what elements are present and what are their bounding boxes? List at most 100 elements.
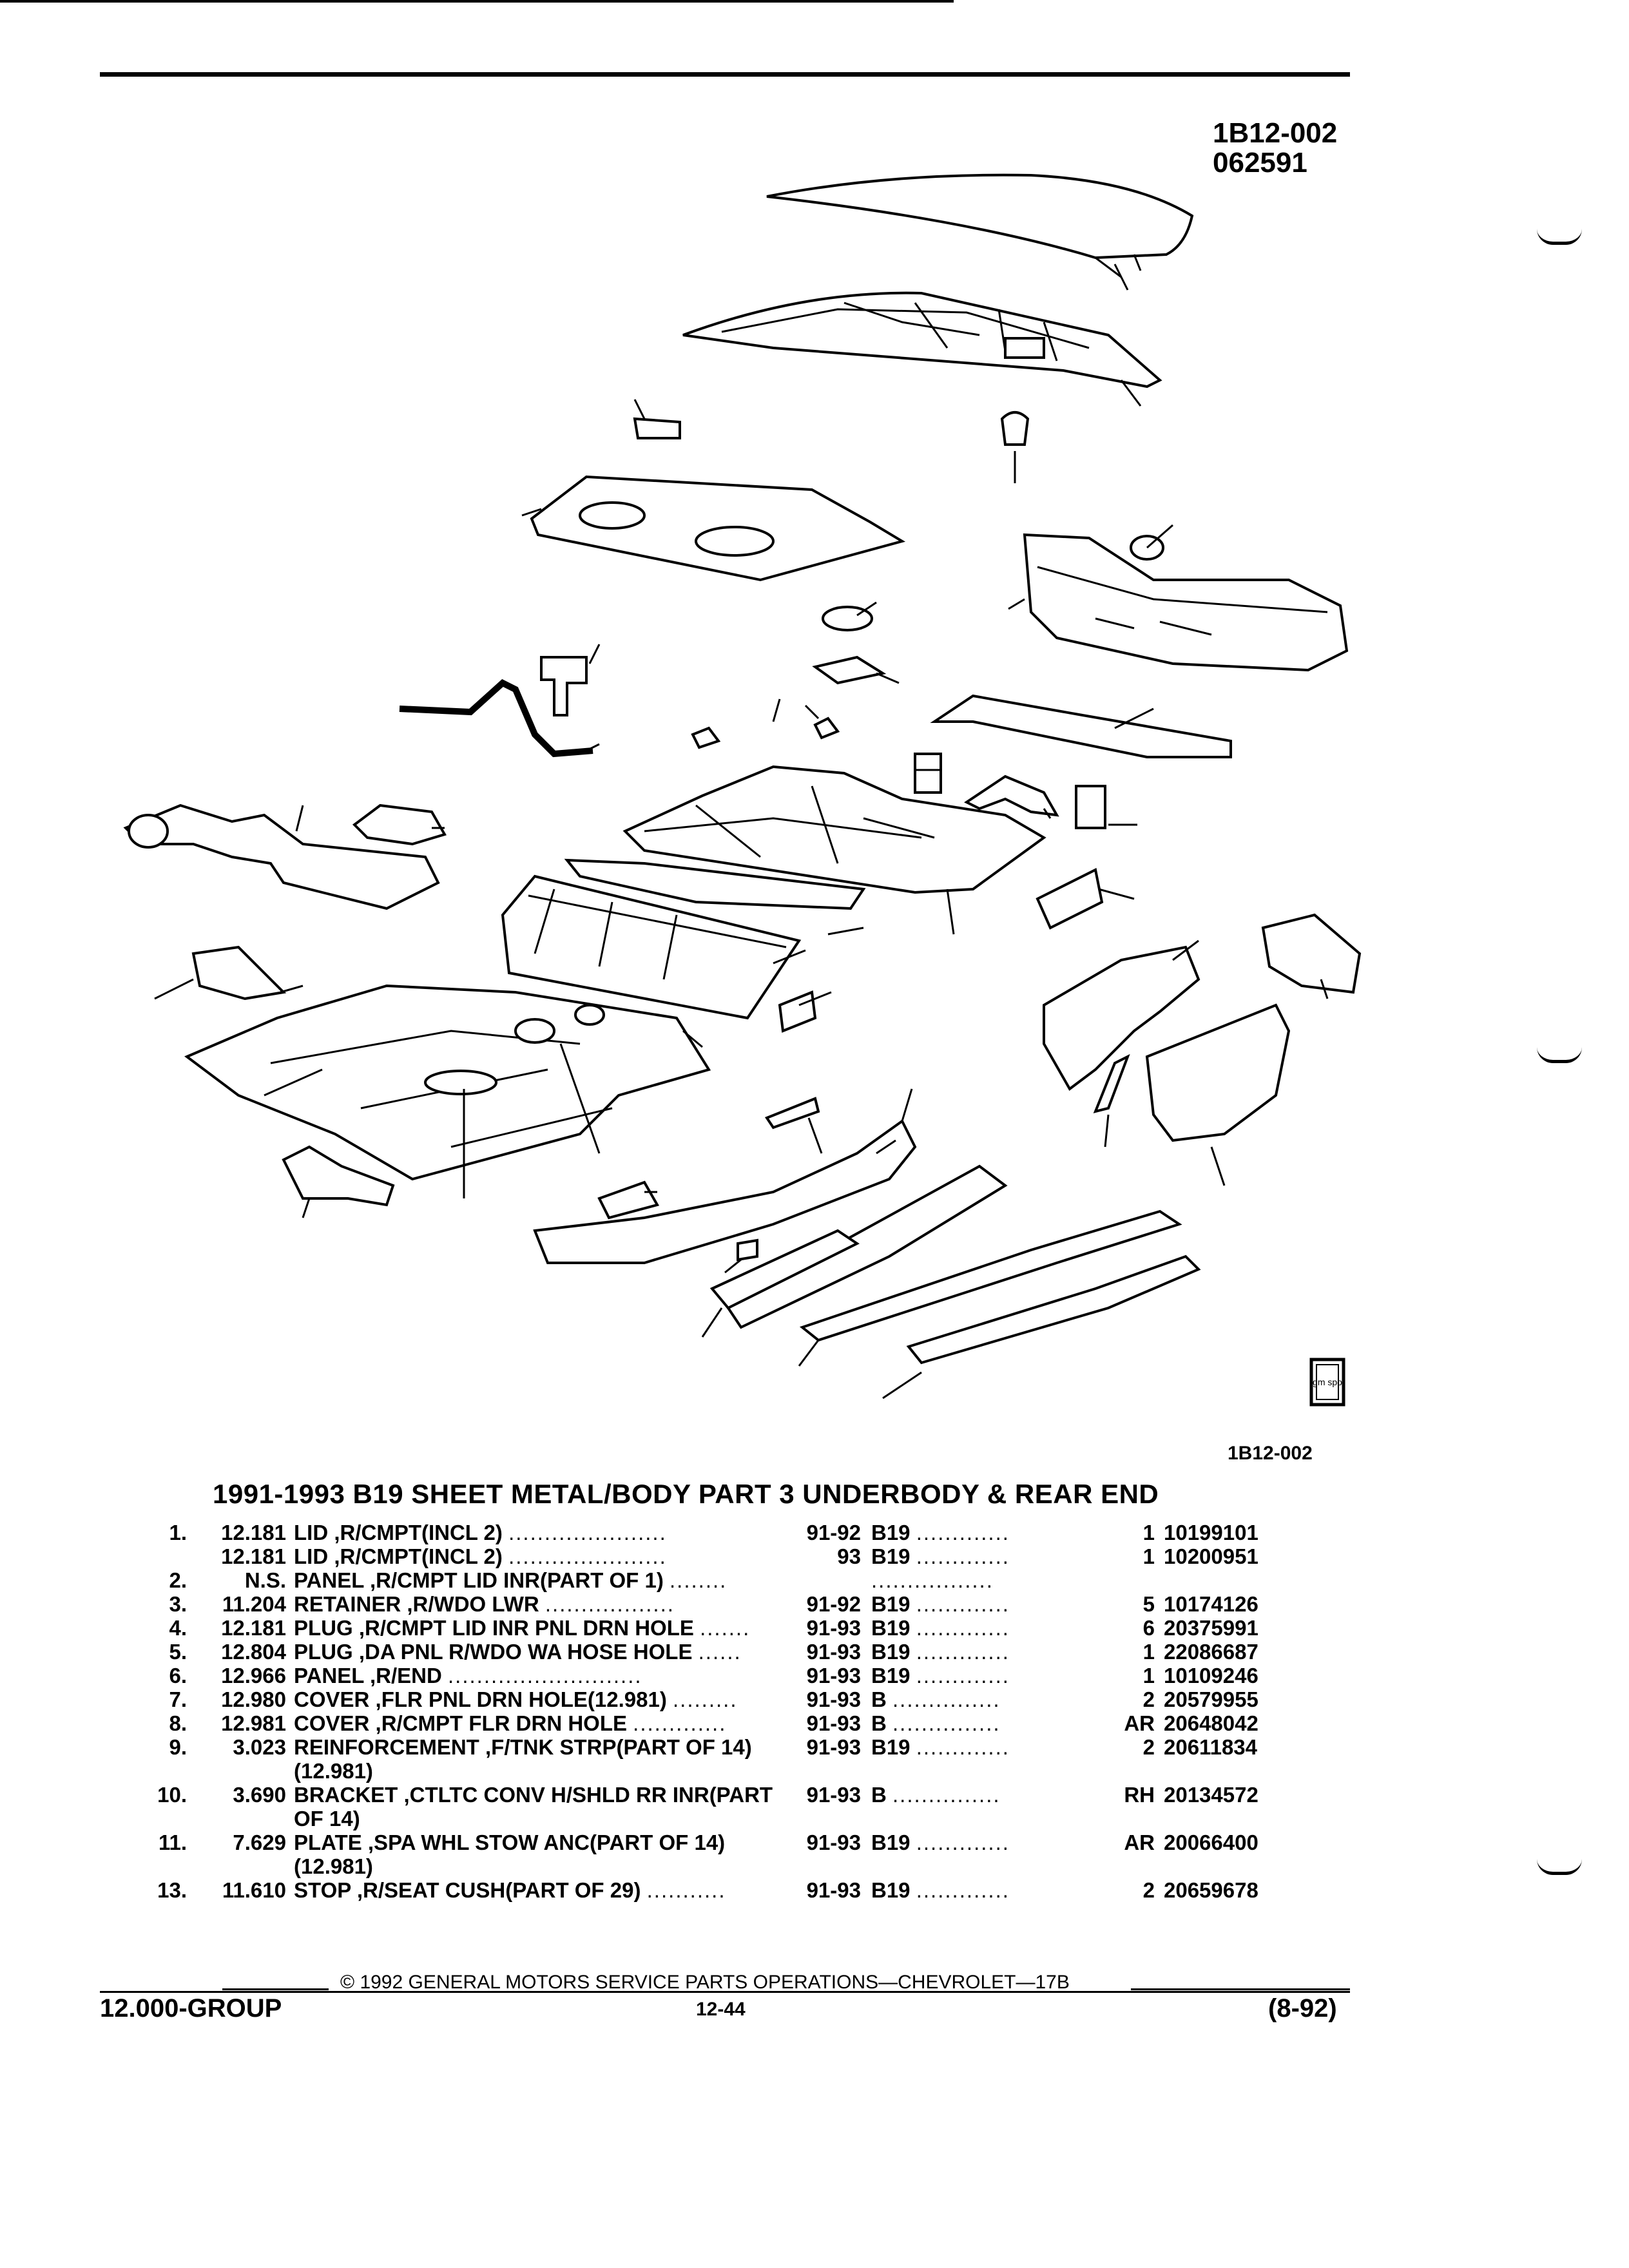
part-38-ring [128, 814, 169, 849]
part-description: PLUG ,DA PNL R/WDO WA HOSE HOLE ...... [294, 1640, 784, 1664]
leader-dots: ............... [892, 1711, 1001, 1735]
part-29-seat-panel [501, 874, 802, 1020]
part-number: 20659678 [1164, 1878, 1258, 1902]
item-number: 5. [169, 1640, 187, 1664]
item-number: 1. [169, 1521, 187, 1544]
part-number: 22086687 [1164, 1640, 1258, 1664]
part-19-strip [1093, 1053, 1130, 1113]
part-40-rod [399, 679, 593, 758]
quantity: 1 [1142, 1664, 1155, 1687]
leader-dots: ............. [916, 1878, 1010, 1902]
part-description: COVER ,R/CMPT FLR DRN HOLE ............. [294, 1711, 784, 1735]
item-number: 6. [169, 1664, 187, 1687]
part-description: STOP ,R/SEAT CUSH(PART OF 29) ..........… [294, 1878, 784, 1902]
part-description: (12.981) [294, 1854, 784, 1878]
model-text: B [871, 1711, 887, 1735]
part-8-cover [812, 655, 887, 685]
group-number [209, 1854, 294, 1878]
header-code: 1B12-002 [1213, 117, 1338, 149]
group-number: 7.629 [233, 1831, 286, 1854]
group-number: 11.204 [222, 1592, 286, 1616]
footer-revision: (8-92) [1268, 1994, 1337, 2023]
part-number: 20648042 [1164, 1711, 1258, 1735]
model-text: B19 [871, 1544, 911, 1568]
description-text: PLUG ,DA PNL R/WDO WA HOSE HOLE [294, 1640, 693, 1664]
part-description: LID ,R/CMPT(INCL 2) ....................… [294, 1544, 784, 1568]
part-number: 10199101 [1164, 1521, 1258, 1544]
part-26-bracket [764, 1097, 820, 1129]
part-3-retainer [633, 417, 681, 439]
description-text: LID ,R/CMPT(INCL 2) [294, 1521, 503, 1544]
description-text: RETAINER ,R/WDO LWR [294, 1592, 539, 1616]
quantity [1090, 1807, 1164, 1831]
model-code: B19 ............. [871, 1616, 1090, 1640]
quantity [1090, 1759, 1164, 1783]
model-text: B19 [871, 1735, 911, 1759]
logo-text: gm spo [1313, 1377, 1342, 1387]
parts-row: OF 14) [129, 1807, 1286, 1831]
leader-dots: ............... [892, 1783, 1001, 1807]
part-20-rocker [906, 1254, 1201, 1365]
model-text: B19 [871, 1592, 911, 1616]
model-years: 91-92 [806, 1521, 861, 1544]
section-title: 1991-1993 B19 SHEET METAL/BODY PART 3 UN… [213, 1479, 1159, 1509]
description-text: COVER ,FLR PNL DRN HOLE(12.981) [294, 1687, 667, 1711]
part-1-lid [766, 173, 1194, 278]
item-number [129, 1854, 209, 1878]
model-years: 91-93 [806, 1664, 861, 1687]
part-number: 20611834 [1164, 1735, 1258, 1759]
part-description: PLUG ,R/CMPT LID INR PNL DRN HOLE ......… [294, 1616, 784, 1640]
description-text: (12.981) [294, 1854, 373, 1878]
description-text: PANEL ,R/CMPT LID INR(PART OF 1) [294, 1568, 664, 1592]
description-text: STOP ,R/SEAT CUSH(PART OF 29) [294, 1878, 641, 1902]
item-number: 2. [169, 1568, 187, 1592]
binder-mark [1537, 1047, 1582, 1063]
model-years: 91-93 [806, 1640, 861, 1664]
model-text: B19 [871, 1831, 911, 1854]
model-text: B19 [871, 1521, 911, 1544]
leader-dots: ......... [673, 1687, 738, 1711]
quantity: 5 [1142, 1592, 1155, 1616]
part-2-inner-panel [682, 291, 1162, 389]
part-number: 20134572 [1164, 1783, 1258, 1807]
leader-dots: ...................... [508, 1521, 667, 1544]
leader-dots: .................. [545, 1592, 675, 1616]
model-code: B ............... [871, 1711, 1090, 1735]
part-9-reinforcement [930, 694, 1232, 758]
model-text: B19 [871, 1664, 911, 1687]
part-number: 10174126 [1164, 1592, 1258, 1616]
gm-spo-logo: gm spo [1309, 1358, 1345, 1407]
part-description: REINFORCEMENT ,F/TNK STRP(PART OF 14) [294, 1735, 784, 1759]
footer-group: 12.000-GROUP [100, 1994, 282, 2023]
part-42-panel [530, 475, 906, 582]
model-code [871, 1854, 1090, 1878]
part-16-wheelhouse [1043, 945, 1200, 1091]
footer-rule-left [222, 1988, 329, 1990]
part-11-plate [964, 774, 1059, 817]
group-number: 3.690 [233, 1783, 286, 1807]
model-years: 91-93 [806, 1616, 861, 1640]
group-number: 12.181 [221, 1616, 286, 1640]
part-24-rail [726, 1164, 1008, 1329]
description-text: (12.981) [294, 1759, 373, 1783]
model-years: 91-93 [806, 1783, 861, 1807]
part-22-rail [709, 1229, 860, 1310]
group-number: 12.181 [221, 1544, 286, 1568]
item-number: 4. [169, 1616, 187, 1640]
model-code: B19 ............. [871, 1664, 1090, 1687]
part-description: PANEL ,R/END ........................... [294, 1664, 784, 1687]
item-number: 9. [169, 1735, 187, 1759]
part-14-rear-floor-pan [622, 765, 1046, 894]
group-number: 11.610 [222, 1878, 286, 1902]
model-years [784, 1854, 871, 1878]
model-text: B [871, 1687, 887, 1711]
model-years [784, 1568, 871, 1592]
leader-dots: ............... [892, 1687, 1001, 1711]
description-text: PLATE ,SPA WHL STOW ANC(PART OF 14) [294, 1831, 726, 1854]
model-code: B19 ............. [871, 1592, 1090, 1616]
description-text: OF 14) [294, 1807, 360, 1831]
parts-row: 2.N.S.PANEL ,R/CMPT LID INR(PART OF 1) .… [129, 1568, 1286, 1592]
